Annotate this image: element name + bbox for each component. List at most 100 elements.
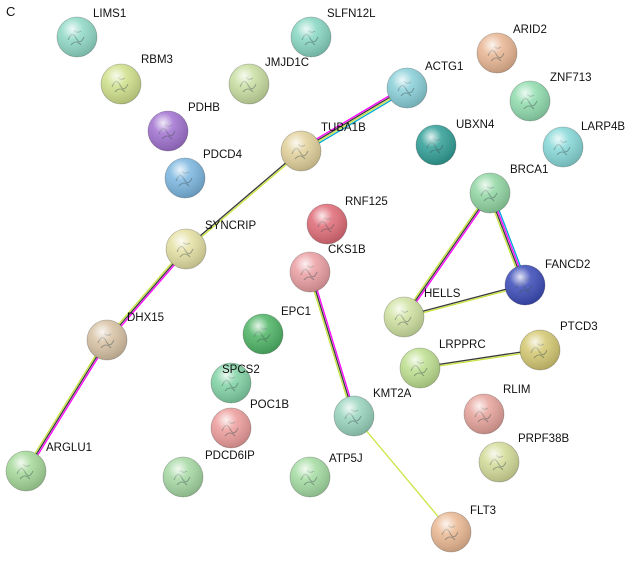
node-gloss [101,64,141,104]
node-gloss [334,396,374,436]
node-flt3[interactable]: FLT3 [430,505,496,553]
node-gloss [400,348,440,388]
node-gloss [163,457,203,497]
node-znf713[interactable]: ZNF713 [509,72,592,122]
node-label: TUBA1B [321,122,366,134]
edge-evidence-line [186,151,302,251]
node-label: RNF125 [345,196,388,208]
node-label: PDCD6IP [205,450,255,462]
node-hells[interactable]: HELLS [383,288,461,338]
node-dhx15[interactable]: DHX15 [86,312,164,361]
node-pdhb[interactable]: PDHB [147,102,220,152]
node-jmjd1c[interactable]: JMJD1C [228,57,309,105]
node-gloss [211,363,251,403]
node-atp5j[interactable]: ATP5J [289,453,363,498]
node-gloss [464,394,504,434]
node-slfn12l[interactable]: SLFN12L [290,8,376,58]
node-arid2[interactable]: ARID2 [476,24,547,74]
node-spcs2[interactable]: SPCS2 [210,362,260,404]
node-lrpprc[interactable]: LRPPRC [399,339,486,389]
node-tuba1b[interactable]: TUBA1B [280,122,366,172]
edge-syncrip-tuba1b [185,149,302,251]
node-label: ACTG1 [425,61,463,73]
node-lims1[interactable]: LIMS1 [56,8,126,58]
node-kmt2a[interactable]: KMT2A [333,388,412,437]
node-gloss [510,81,550,121]
node-label: ARID2 [513,24,547,36]
node-rlim[interactable]: RLIM [463,384,530,435]
edge-evidence-line [299,85,407,150]
node-label: PDCD4 [203,149,243,161]
node-poc1b[interactable]: POC1B [210,399,289,449]
edge-evidence-line [300,86,407,151]
node-label: PTCD3 [560,321,598,333]
node-syncrip[interactable]: SYNCRIP [165,220,256,270]
node-rbm3[interactable]: RBM3 [100,54,173,105]
edge-evidence-line [404,285,526,319]
node-gloss [211,408,251,448]
node-label: LARP4B [581,121,625,133]
node-gloss [281,131,321,171]
node-gloss [166,229,206,269]
node-label: HELLS [424,288,461,300]
node-label: PRPF38B [518,433,569,445]
edge-kmt2a-flt3 [353,415,452,533]
node-label: ATP5J [329,453,363,465]
node-label: KMT2A [373,388,412,400]
node-label: LRPPRC [439,339,486,351]
node-label: RLIM [503,384,530,396]
node-gloss [470,173,510,213]
node-label: BRCA1 [510,164,548,176]
node-label: SYNCRIP [205,220,256,232]
node-arglu1[interactable]: ARGLU1 [5,442,92,492]
edge-evidence-line [24,338,107,471]
edge-evidence-line [301,89,409,154]
node-gloss [6,451,46,491]
node-larp4b[interactable]: LARP4B [542,121,625,168]
node-gloss [243,314,283,354]
edge-dhx15-arglu1 [24,338,109,473]
edge-evidence-line [402,191,490,317]
node-gloss [543,127,583,167]
node-pdcd4[interactable]: PDCD4 [164,149,243,199]
edge-evidence-line [105,247,186,340]
node-rnf125[interactable]: RNF125 [306,196,388,245]
node-ptcd3[interactable]: PTCD3 [519,321,598,371]
edge-evidence-line [403,283,525,317]
node-label: ZNF713 [550,72,592,84]
node-brca1[interactable]: BRCA1 [469,164,548,214]
node-gloss [505,265,545,305]
edge-evidence-line [106,248,187,341]
edge-evidence-line [310,271,357,416]
node-gloss [431,512,471,552]
edge-cks1b-kmt2a [307,271,357,417]
edge-layer [24,85,541,533]
edge-evidence-line [353,415,452,533]
node-gloss [477,33,517,73]
node-label: FLT3 [470,505,496,517]
node-gloss [479,442,519,482]
node-gloss [291,17,331,57]
node-gloss [290,252,330,292]
node-gloss [290,457,330,497]
edge-evidence-line [404,193,492,319]
edge-evidence-line [307,272,354,417]
node-epc1[interactable]: EPC1 [242,306,311,355]
node-prpf38b[interactable]: PRPF38B [478,433,569,483]
edge-evidence-line [419,348,540,368]
node-pdcd6ip[interactable]: PDCD6IP [162,450,255,498]
panel-label: C [6,4,15,19]
node-cks1b[interactable]: CKS1B [289,244,366,293]
node-actg1[interactable]: ACTG1 [386,61,463,109]
node-gloss [148,111,188,151]
node-label: JMJD1C [265,57,309,69]
node-fancd2[interactable]: FANCD2 [504,259,590,306]
node-gloss [384,297,424,337]
edge-evidence-line [403,192,491,318]
edge-evidence-line [185,149,301,249]
edge-evidence-line [25,339,108,472]
edge-evidence-line [26,340,109,473]
node-gloss [520,330,560,370]
node-ubxn4[interactable]: UBXN4 [415,119,495,166]
